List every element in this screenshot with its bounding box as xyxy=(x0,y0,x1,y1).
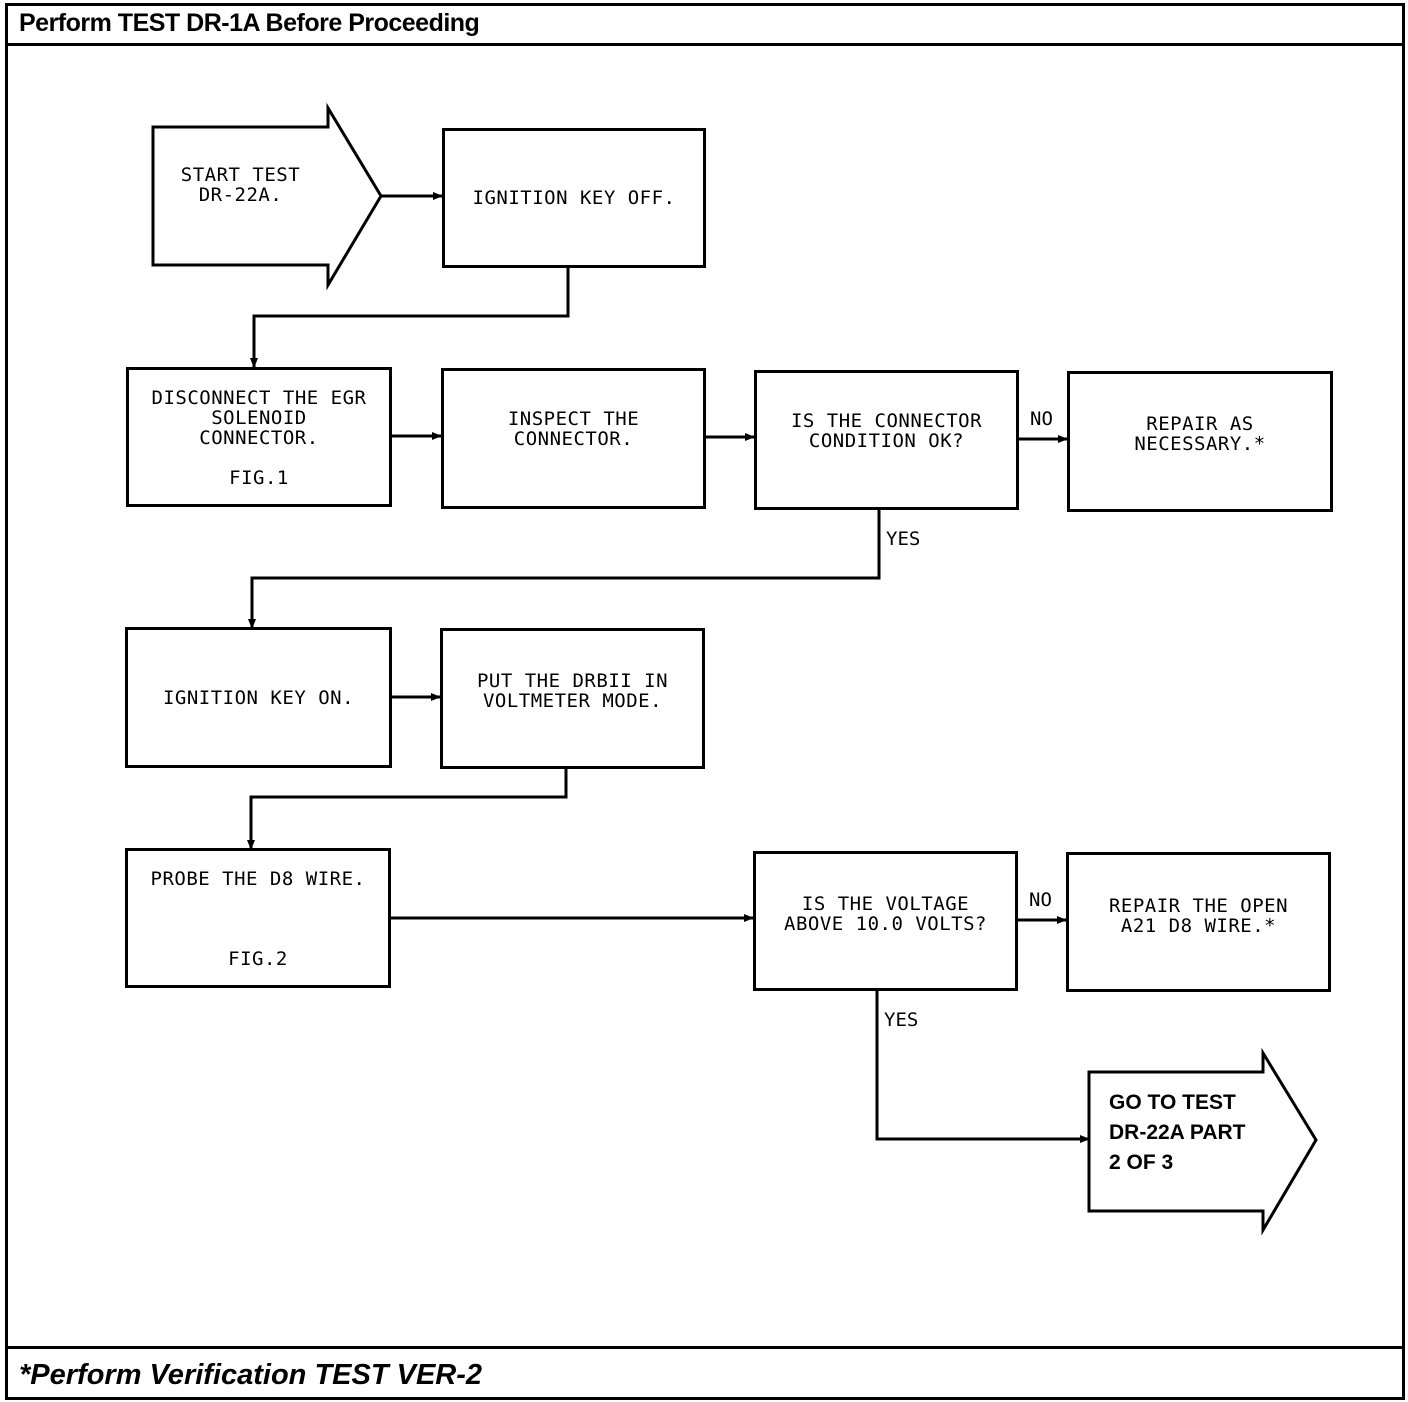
ignition-on-box: IGNITION KEY ON. xyxy=(125,627,392,768)
start-arrow-shape xyxy=(151,102,383,291)
start-text: START TEST DR-22A. xyxy=(180,164,301,206)
connector-ok-text: IS THE CONNECTOR CONDITION OK? xyxy=(790,410,983,452)
repair-open-box: REPAIR THE OPEN A21 D8 WIRE.* xyxy=(1066,852,1331,992)
voltage-question-text: IS THE VOLTAGE ABOVE 10.0 VOLTS? xyxy=(784,893,987,935)
footer-bar: *Perform Verification TEST VER-2 xyxy=(5,1346,1402,1397)
header-bar: Perform TEST DR-1A Before Proceeding xyxy=(5,3,1402,46)
repair-connector-text: REPAIR AS NECESSARY.* xyxy=(1134,413,1266,455)
probe-box: PROBE THE D8 WIRE. FIG.2 xyxy=(125,848,391,988)
goto-arrow-shape xyxy=(1087,1047,1318,1236)
header-title: Perform TEST DR-1A Before Proceeding xyxy=(19,9,480,37)
footer-note: *Perform Verification TEST VER-2 xyxy=(19,1359,483,1391)
edge-ignition-off-disconnect xyxy=(250,267,570,368)
label-no-1: NO xyxy=(1030,408,1053,430)
disconnect-fig: FIG.1 xyxy=(229,467,289,489)
label-yes-2: YES xyxy=(884,1009,919,1031)
inspect-box: INSPECT THE CONNECTOR. xyxy=(441,368,706,509)
ignition-on-text: IGNITION KEY ON. xyxy=(162,687,355,709)
disconnect-box: DISCONNECT THE EGR SOLENOID CONNECTOR. F… xyxy=(126,367,392,507)
goto-text: GO TO TEST DR-22A PART 2 OF 3 xyxy=(1109,1091,1246,1174)
voltmeter-text: PUT THE DRBII IN VOLTMETER MODE. xyxy=(476,670,669,712)
diagram-frame xyxy=(5,3,1405,1400)
edge-voltmeter-probe xyxy=(247,768,568,850)
edge-connector-ok-ignition-on xyxy=(248,509,881,629)
probe-text: PROBE THE D8 WIRE. xyxy=(150,868,366,890)
label-yes-1: YES xyxy=(886,528,921,550)
voltage-question-box: IS THE VOLTAGE ABOVE 10.0 VOLTS? xyxy=(753,851,1018,991)
repair-connector-box: REPAIR AS NECESSARY.* xyxy=(1067,371,1333,512)
connector-ok-box: IS THE CONNECTOR CONDITION OK? xyxy=(754,370,1019,510)
edge-voltage-goto xyxy=(875,989,1090,1143)
start-node: START TEST DR-22A. xyxy=(153,127,328,265)
disconnect-text: DISCONNECT THE EGR SOLENOID CONNECTOR. xyxy=(151,387,367,449)
inspect-text: INSPECT THE CONNECTOR. xyxy=(507,408,640,450)
repair-open-text: REPAIR THE OPEN A21 D8 WIRE.* xyxy=(1108,895,1289,937)
label-no-2: NO xyxy=(1029,889,1052,911)
ignition-off-box: IGNITION KEY OFF. xyxy=(442,128,706,268)
probe-fig: FIG.2 xyxy=(228,948,288,970)
ignition-off-text: IGNITION KEY OFF. xyxy=(472,187,676,209)
voltmeter-box: PUT THE DRBII IN VOLTMETER MODE. xyxy=(440,628,705,769)
